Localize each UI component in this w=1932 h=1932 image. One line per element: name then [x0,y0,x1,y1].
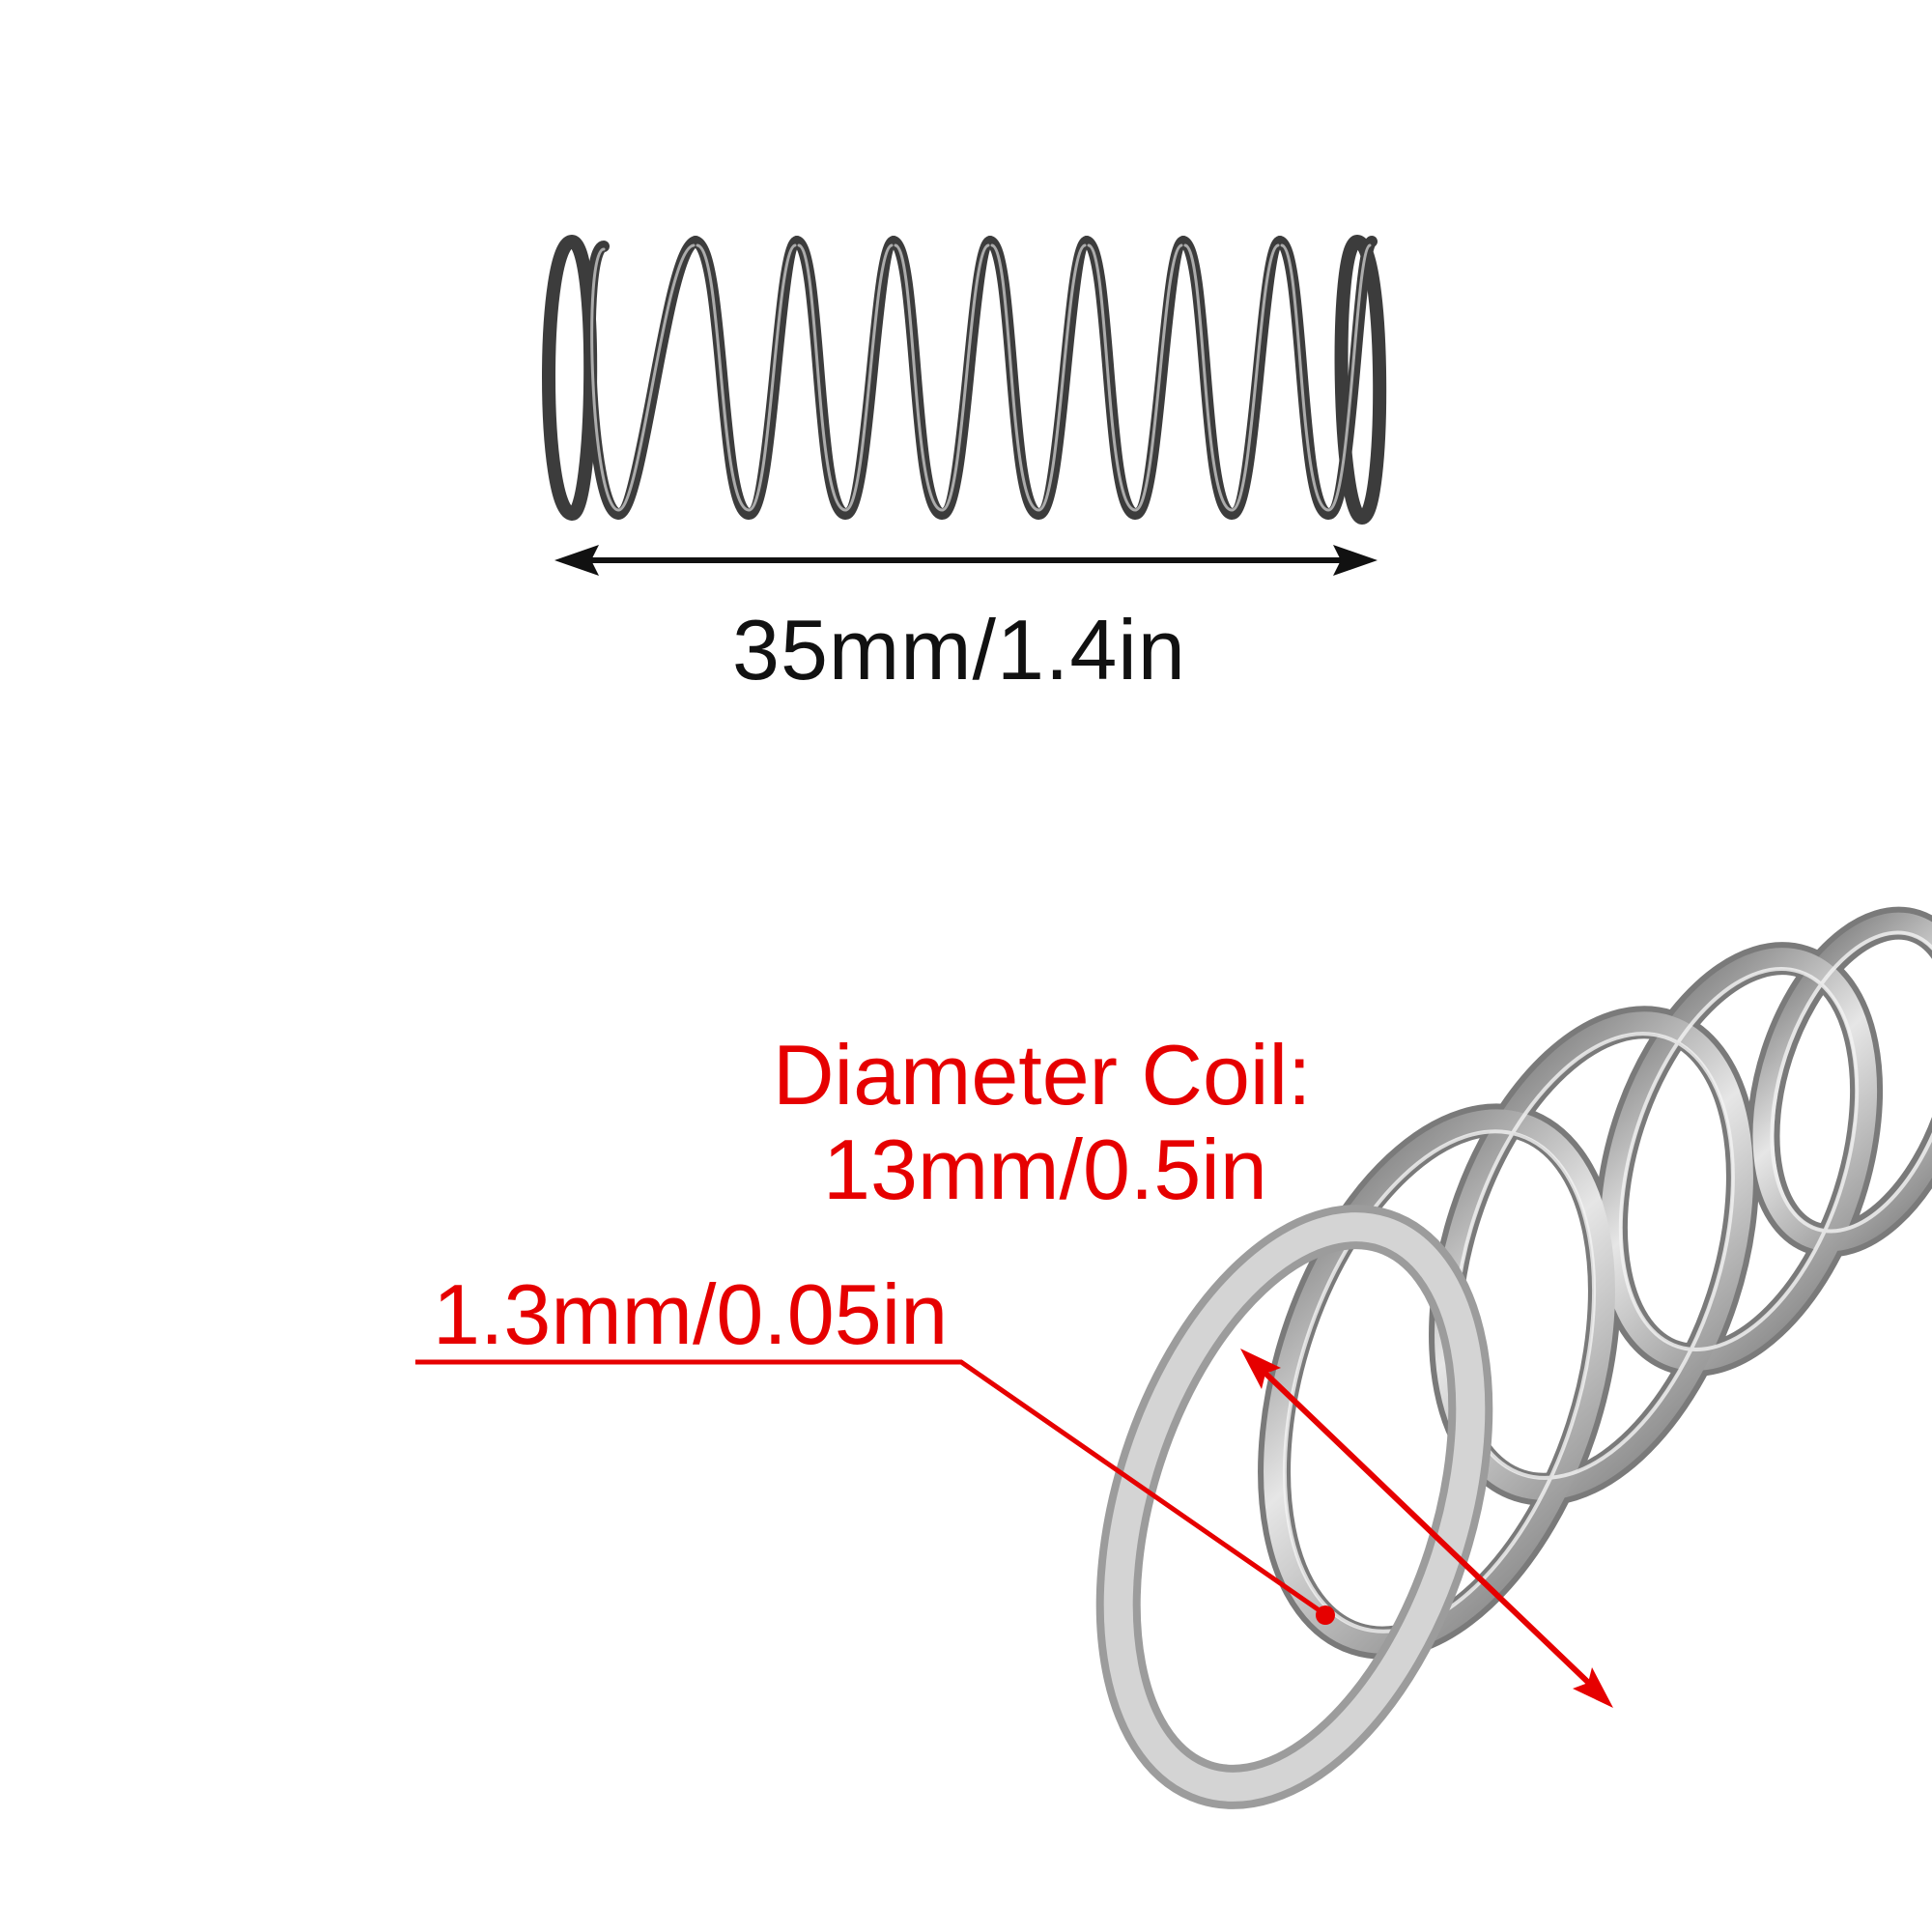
spring-coil [542,235,598,521]
spring-coil [1334,235,1387,525]
spring-coil [583,236,701,520]
length-dimension-arrow [554,545,1378,576]
leader-dot [1316,1605,1335,1625]
length-label: 35mm/1.4in [732,602,1186,697]
wire-diameter-leader [415,1359,1335,1625]
spring-perspective-view [1095,906,1932,1809]
coil-diameter-title: Diameter Coil: [773,1027,1312,1122]
coil-diameter-arrow [1240,1349,1613,1708]
wire-diameter-label: 1.3mm/0.05in [433,1266,949,1362]
coil-diameter-value: 13mm/0.5in [823,1122,1267,1217]
